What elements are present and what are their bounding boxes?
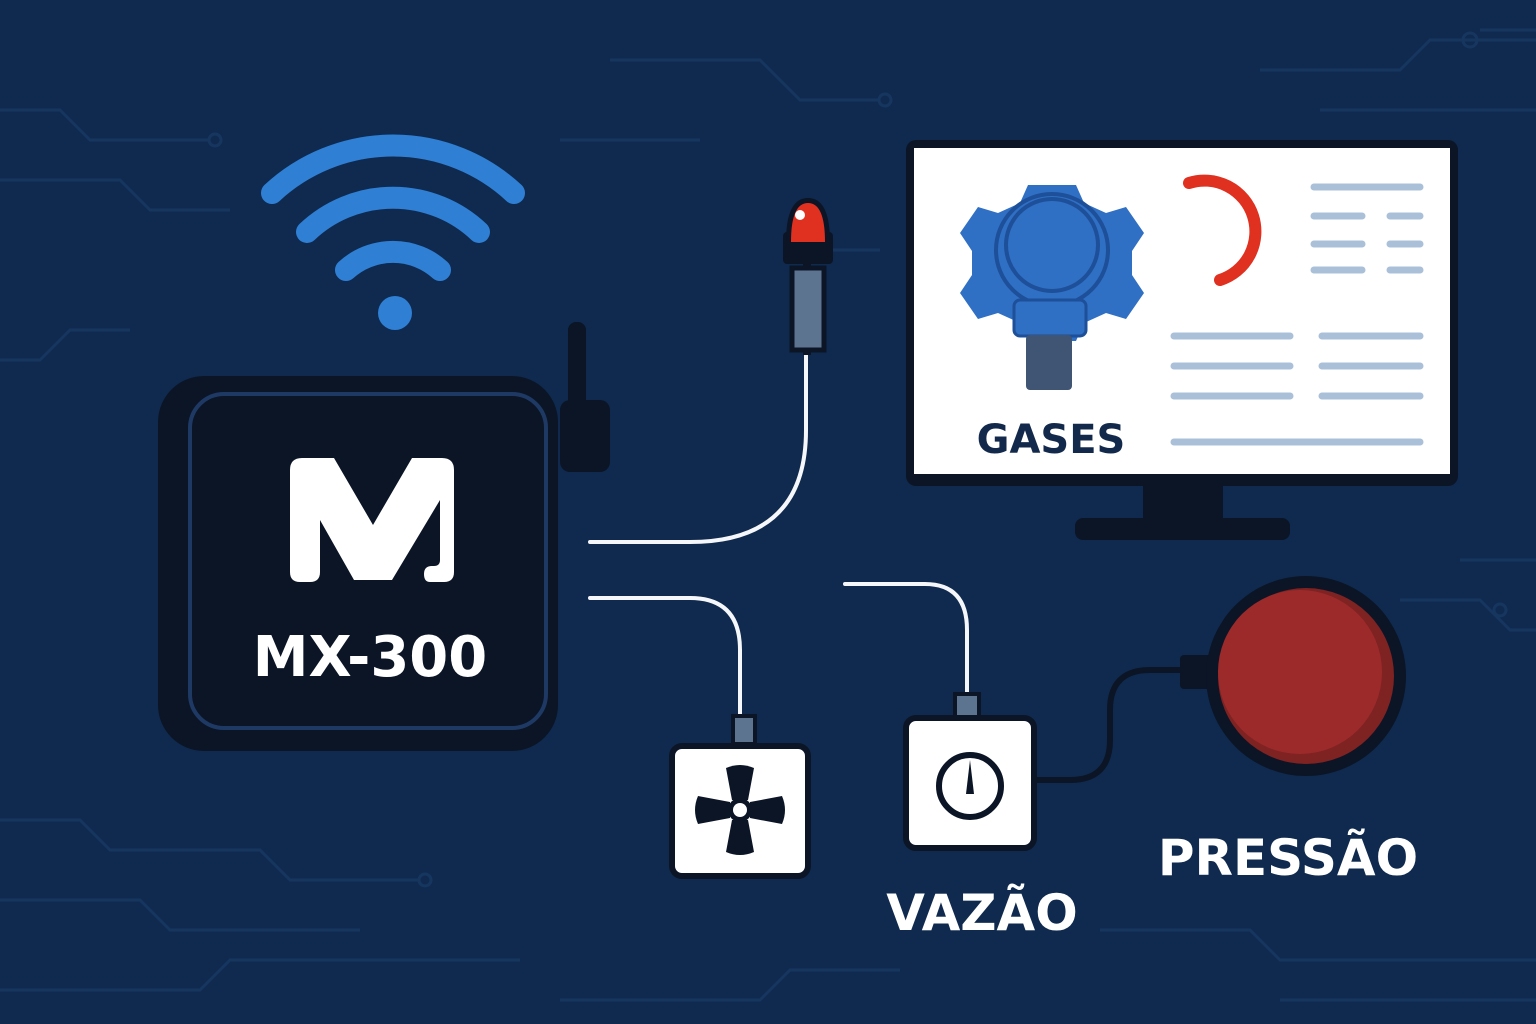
probe-icon[interactable] <box>783 198 833 355</box>
monitor[interactable]: GASES <box>906 140 1458 540</box>
flow-label: VAZÃO <box>886 883 1077 942</box>
cables <box>588 353 969 720</box>
pressure-label: PRESSÃO <box>1158 828 1418 887</box>
fan-sensor[interactable] <box>669 714 811 879</box>
fan-icon <box>695 765 785 855</box>
controller-model: MX-300 <box>253 625 487 690</box>
cable-probe <box>588 353 808 544</box>
cable-pressure <box>1036 667 1190 783</box>
brand-logo-icon <box>290 458 454 582</box>
antenna-icon <box>560 322 610 472</box>
pressure-button-icon[interactable] <box>1180 576 1406 776</box>
flow-sensor[interactable] <box>903 692 1037 851</box>
controller-device[interactable]: MX-300 <box>158 376 558 751</box>
progress-ring-icon <box>1183 174 1262 286</box>
data-lines <box>1170 183 1424 446</box>
flow-gauge-icon <box>936 752 1004 820</box>
cable-fan <box>588 596 742 720</box>
cable-flow <box>843 582 969 697</box>
wifi-icon <box>261 134 525 330</box>
gas-detector-icon <box>960 185 1144 390</box>
monitor-caption: GASES <box>977 417 1126 463</box>
